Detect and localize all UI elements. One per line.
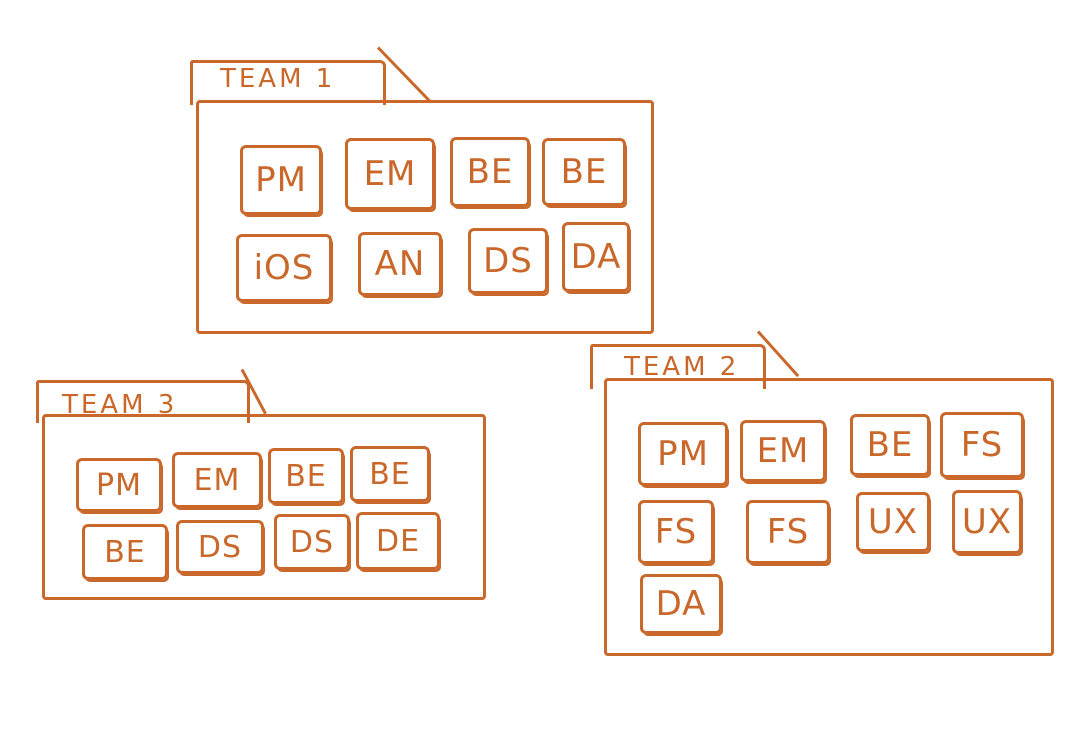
team-1-card-pm: PM [240, 145, 322, 215]
team-2-card-ux-2: UX [952, 490, 1022, 554]
team-2-card-pm: PM [638, 422, 728, 486]
team-3-card-em: EM [172, 452, 262, 508]
team-1-card-be-2: BE [542, 138, 626, 206]
team-3-card-ds-1: DS [176, 520, 264, 574]
team-3-card-ds-2: DS [274, 514, 350, 570]
team-1-card-be-1: BE [450, 137, 530, 207]
team-2-card-fs-1: FS [940, 412, 1024, 478]
team-1-card-ds: DS [468, 228, 548, 294]
team-1-card-da: DA [562, 222, 630, 292]
team-2-label: TEAM 2 [624, 352, 740, 382]
team-3-card-be-2: BE [350, 446, 430, 502]
team-2-tab [590, 344, 766, 389]
team-3-card-pm: PM [76, 458, 162, 512]
team-3-card-be-1: BE [268, 448, 344, 504]
team-1-card-an: AN [358, 232, 442, 296]
team-1-tab [190, 60, 386, 105]
team-1-card-em: EM [345, 138, 435, 210]
team-1-label: TEAM 1 [220, 64, 336, 94]
team-2-card-em: EM [740, 420, 826, 482]
team-2-card-fs-2: FS [638, 500, 714, 564]
team-1-card-ios: iOS [236, 234, 332, 302]
team-2-card-fs-3: FS [746, 500, 830, 564]
team-1-body [196, 100, 654, 334]
team-3-card-be-3: BE [82, 524, 168, 580]
team-2-card-da: DA [640, 574, 722, 634]
team-2-card-ux-1: UX [856, 492, 930, 552]
team-3-card-de: DE [356, 512, 440, 570]
team-3-body [42, 414, 486, 600]
team-2-card-be: BE [850, 414, 930, 476]
team-2-body [604, 378, 1054, 656]
